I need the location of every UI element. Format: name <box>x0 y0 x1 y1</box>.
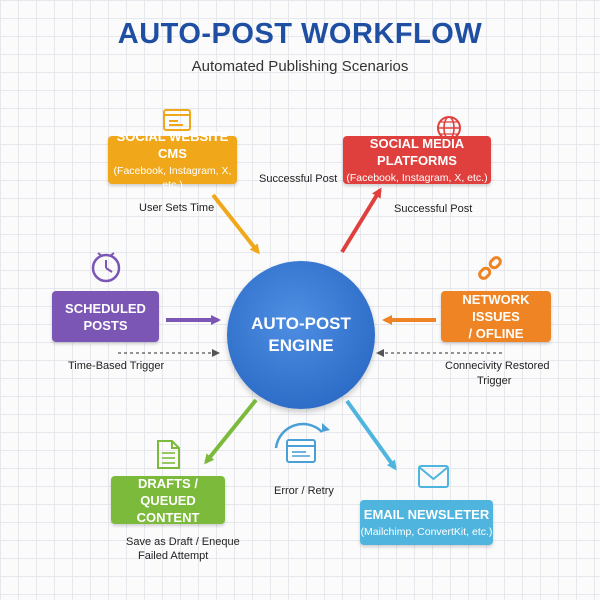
node-scheduled-posts[interactable]: SCHEDULED POSTS <box>52 291 159 342</box>
node-sublabel: (Mailchimp, ConvertKit, etc.) <box>360 526 493 538</box>
arrow-engine-to-email <box>345 399 397 471</box>
page-title: AUTO-POST WORKFLOW <box>117 18 483 50</box>
clock-icon <box>91 252 121 283</box>
auto-post-engine[interactable]: AUTO-POST ENGINE <box>227 261 375 409</box>
label-time-based-trigger: Time-Based Trigger <box>68 360 165 372</box>
node-drafts-queued[interactable]: DRAFTS / QUEUED CONTENT <box>111 475 225 525</box>
label-successful-post-right: Successful Post <box>394 203 473 215</box>
label-failed-attempt: Failed Attempt <box>138 550 209 562</box>
node-email-newsletter[interactable]: EMAIL NEWSLETER (Mailchimp, ConvertKit, … <box>360 500 493 545</box>
label-user-sets-time: User Sets Time <box>139 202 215 214</box>
node-label-2: POSTS <box>83 317 128 333</box>
node-label: EMAIL NEWSLETER <box>363 507 490 522</box>
node-label-2: / OFLINE <box>468 326 524 341</box>
label-connectivity-trigger: Trigger <box>477 375 512 387</box>
page-subtitle: Automated Publishing Scenarios <box>191 58 409 75</box>
label-successful-post-top: Successful Post <box>259 173 338 185</box>
label-connectivity-restored: Connecivity Restored <box>445 360 550 372</box>
broken-link-icon <box>478 256 502 280</box>
envelope-icon <box>418 465 449 488</box>
arrow-cms-to-engine <box>211 193 260 255</box>
node-label: SOCIAL WEBSITE CMS <box>116 129 229 161</box>
node-social-website-cms[interactable]: SOCIAL WEBSITE CMS (Facebook, Instagram,… <box>108 129 237 191</box>
retry-browser-icon <box>274 422 330 463</box>
node-label-2: CONTENT <box>136 509 200 525</box>
node-network-issues[interactable]: NETWORK ISSUES / OFLINE <box>441 291 551 342</box>
node-social-media-platforms[interactable]: SOCIAL MEDIA PLATFORMS (Facebook, Instag… <box>343 136 491 184</box>
browser-icon <box>163 109 191 131</box>
engine-label-2: ENGINE <box>268 336 334 355</box>
node-sublabel: (Facebook, Instagram, X, etc.) <box>113 165 232 191</box>
label-error-retry: Error / Retry <box>274 485 334 497</box>
node-label: DRAFTS / QUEUED <box>138 475 198 508</box>
node-label: SOCIAL MEDIA PLATFORMS <box>369 136 465 168</box>
arrow-engine-to-drafts <box>204 398 258 465</box>
arrow-engine-to-platforms <box>340 187 382 254</box>
node-label: NETWORK ISSUES <box>462 292 530 324</box>
label-save-as-draft: Save as Draft / Eneque <box>126 536 240 548</box>
document-icon <box>157 440 180 469</box>
node-label: SCHEDULED <box>65 300 146 316</box>
engine-label-1: AUTO-POST <box>251 314 351 333</box>
node-sublabel: (Facebook, Instagram, X, etc.) <box>346 172 488 184</box>
